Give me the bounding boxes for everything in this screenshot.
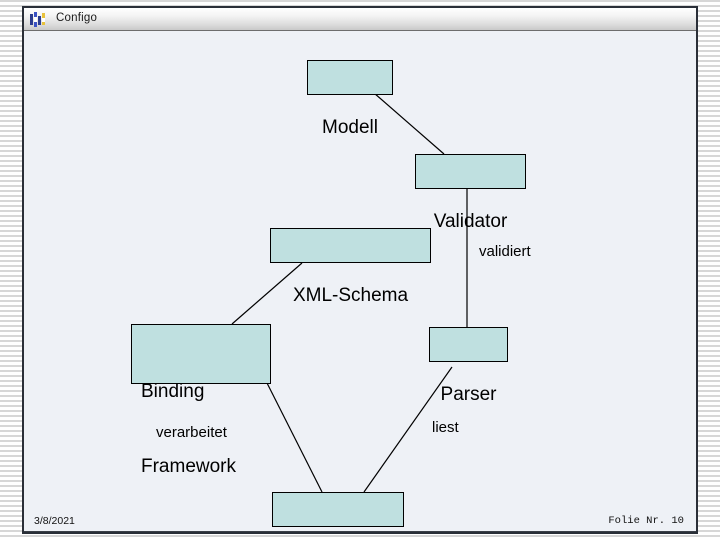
node-xml-schema-label: XML-Schema <box>292 285 409 306</box>
node-xml-datei[interactable]: XML-Datei <box>272 492 404 527</box>
node-parser[interactable]: Parser <box>429 327 508 405</box>
node-validator[interactable]: Validator <box>415 154 526 232</box>
edge-label-validiert: validiert <box>479 243 531 260</box>
node-binding-framework[interactable]: Binding Framework <box>131 324 271 477</box>
edge-label-verarbeitet: verarbeitet <box>156 424 227 441</box>
window-titlebar: Configo <box>24 8 696 31</box>
node-modell-label: Modell <box>322 117 378 138</box>
slide-footer-number: Folie Nr. 10 <box>608 515 684 527</box>
node-parser-label: Parser <box>440 384 497 405</box>
presentation-window: Configo Modell Vali <box>22 6 698 534</box>
node-binding-framework-label-line1: Binding <box>141 381 205 402</box>
edge-binding-xmldatei <box>266 382 323 493</box>
node-binding-framework-label-line2: Framework <box>141 456 237 477</box>
window-title: Configo <box>56 12 98 25</box>
node-xml-schema[interactable]: XML-Schema <box>270 228 431 306</box>
node-validator-label: Validator <box>433 211 508 232</box>
node-modell[interactable]: Modell <box>307 60 393 138</box>
slide-canvas: Modell Validator XML-Schema Binding Fram… <box>24 31 696 532</box>
bar-chart-logo-icon <box>30 11 45 27</box>
edge-label-liest: liest <box>432 419 459 436</box>
slide-footer-date: 3/8/2021 <box>34 515 75 527</box>
footer-divider <box>24 531 696 532</box>
